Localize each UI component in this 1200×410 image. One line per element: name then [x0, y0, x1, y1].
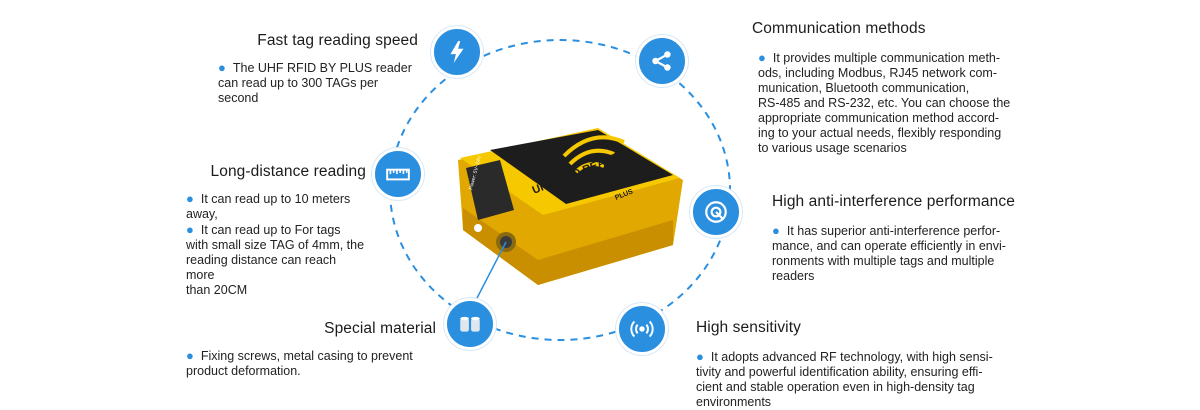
feature-communication: Communication methods ●It provides multi… — [752, 20, 1042, 156]
metal-cylinders-icon — [444, 298, 496, 350]
feature-title: Long-distance reading — [210, 163, 366, 180]
feature-title: High anti-interference performance — [772, 193, 1015, 210]
feature-description: ●Fixing screws, metal casing to prevent … — [186, 348, 413, 378]
feature-sensitivity: High sensitivity ●It adopts advanced RF … — [696, 319, 1036, 410]
feature-title: Fast tag reading speed — [257, 32, 418, 49]
signal-waves-icon — [616, 303, 668, 355]
feature-description: ●It provides multiple communication meth… — [758, 50, 1011, 155]
bullet-dot: ● — [772, 223, 780, 238]
share-icon — [636, 35, 688, 87]
bullet-dot: ● — [696, 349, 704, 364]
bullet-dot: ● — [186, 222, 194, 237]
feature-description: ●It adopts advanced RF technology, with … — [696, 349, 993, 409]
feature-description: ●The UHF RFID BY PLUS reader can read up… — [218, 60, 412, 105]
feature-fast-reading: Fast tag reading speed ●The UHF RFID BY … — [218, 32, 418, 106]
feature-anti-interference: High anti-interference performance ●It h… — [772, 193, 1042, 284]
feature-title: Communication methods — [752, 20, 926, 37]
bullet-dot: ● — [186, 191, 194, 206]
feature-special-material: Special material ●Fixing screws, metal c… — [186, 320, 436, 379]
feature-description: ●It can read up to 10 meters away, ●It c… — [186, 191, 365, 297]
feature-description: ●It has superior anti-interference perfo… — [772, 223, 1006, 283]
lightning-icon — [431, 26, 483, 78]
feature-long-distance: Long-distance reading ●It can read up to… — [186, 163, 366, 298]
feature-title: High sensitivity — [696, 319, 801, 336]
ruler-icon — [372, 148, 424, 200]
rfid-reader-device: UHF RFID READER PLUS Power: 5V~24V — [458, 128, 683, 285]
feature-title: Special material — [324, 320, 436, 337]
bullet-dot: ● — [186, 348, 194, 363]
bullet-dot: ● — [758, 50, 766, 65]
target-icon — [690, 186, 742, 238]
bullet-dot: ● — [218, 60, 226, 75]
